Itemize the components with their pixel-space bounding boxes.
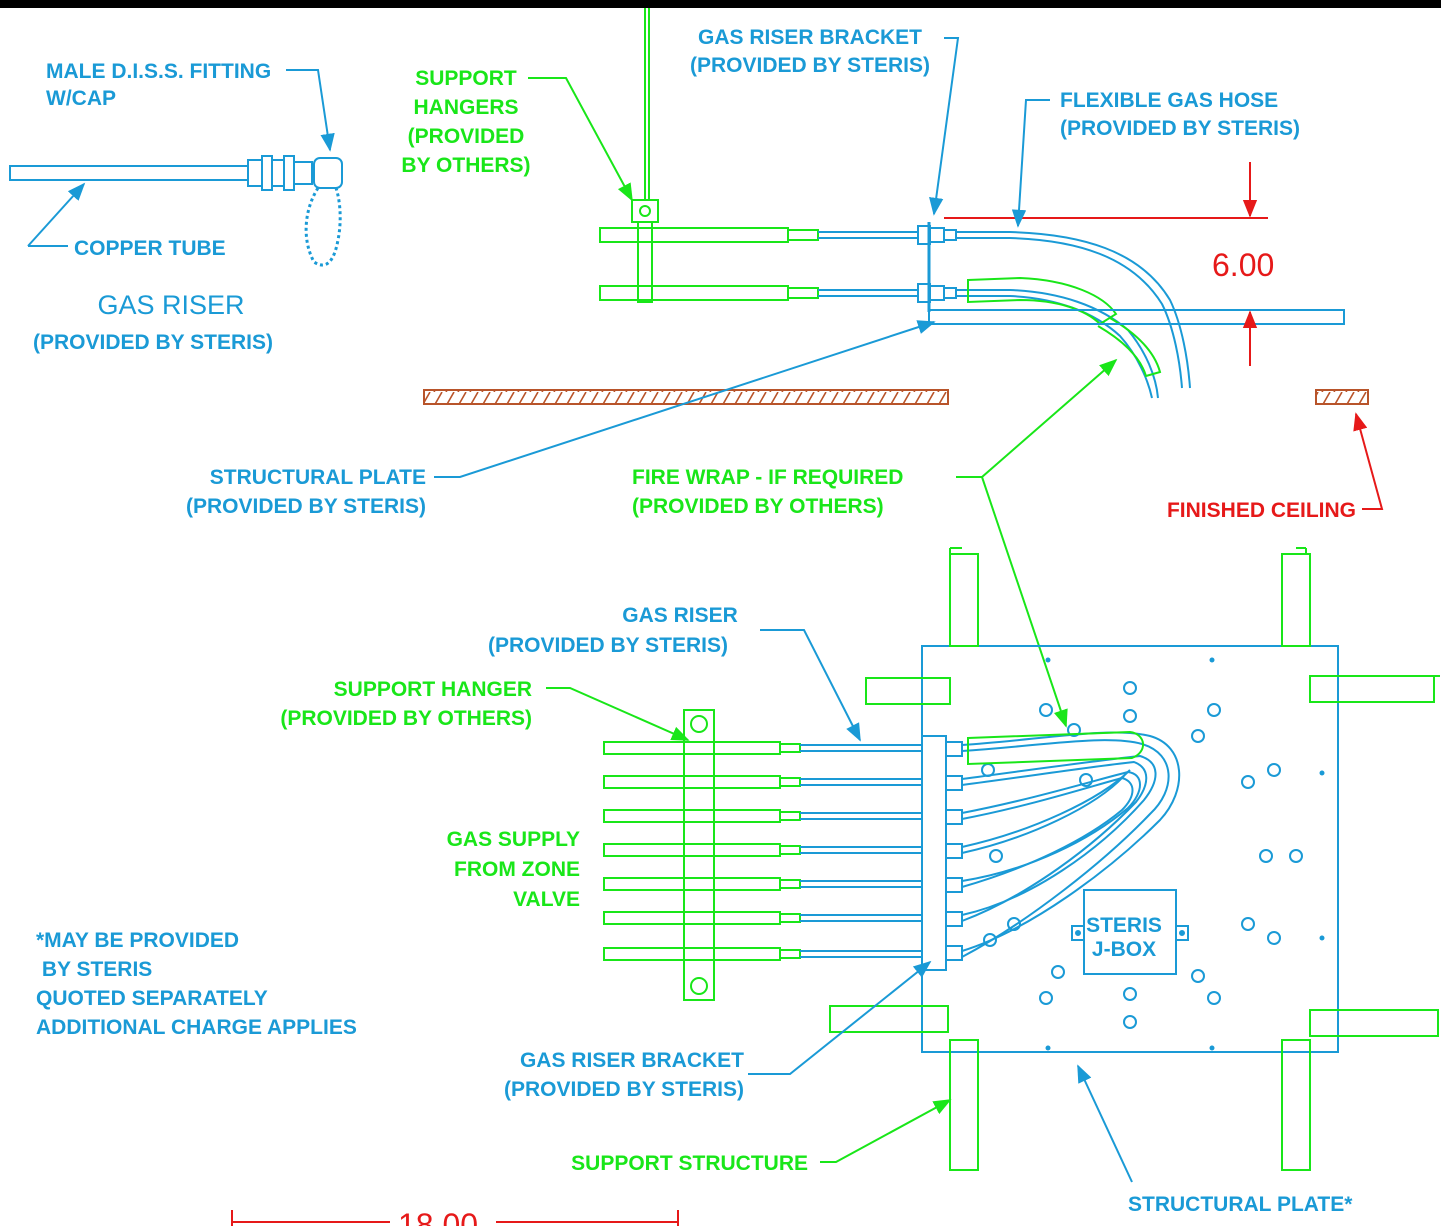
support-structure-leader <box>820 1099 952 1163</box>
structural-plate-plan-leader <box>1077 1064 1133 1183</box>
flexible-gas-hose-label: FLEXIBLE GAS HOSE(PROVIDED BY STERIS) <box>1060 89 1300 140</box>
riser-bracket-elevation <box>917 222 957 312</box>
gas-riser-title: GAS RISER <box>97 290 244 320</box>
vertical-dimension <box>944 162 1268 366</box>
ceiling-right <box>1315 389 1369 405</box>
steris-jbox <box>1071 889 1189 975</box>
diss-cap <box>313 157 343 189</box>
support-hanger-plan-leader <box>546 687 690 741</box>
gas-riser-bracket-plan-label: GAS RISER BRACKET(PROVIDED BY STERIS) <box>504 1049 744 1101</box>
gas-riser-plan-leader <box>760 629 861 742</box>
support-structure-plan <box>829 547 1440 1171</box>
riser-bracket-plan-leader <box>748 960 932 1075</box>
diss-fitting-nut <box>247 159 263 187</box>
plate-holes <box>981 681 1303 1029</box>
gas-riser-bracket-top-label: GAS RISER BRACKET(PROVIDED BY STERIS) <box>690 26 930 77</box>
drawing-top-border <box>0 0 1441 8</box>
structural-plate-top-label: STRUCTURAL PLATE(PROVIDED BY STERIS) <box>186 466 426 518</box>
copper-tube-label: COPPER TUBE <box>74 237 226 260</box>
support-hangers-leader <box>528 77 633 202</box>
flexible-hose-elevation <box>956 231 1191 399</box>
horizontal-dimension <box>231 1210 679 1226</box>
riser-bracket-top-leader <box>929 37 960 216</box>
finished-ceiling-label: FINISHED CEILING <box>1167 499 1356 522</box>
fire-wrap-plan <box>967 730 1144 766</box>
plate-dots <box>1045 657 1325 1051</box>
fire-wrap-leader <box>956 358 1118 478</box>
fire-wrap-label: FIRE WRAP - IF REQUIRED(PROVIDED BY OTHE… <box>632 466 903 518</box>
support-hanger-plan-label: SUPPORT HANGER(PROVIDED BY OTHERS) <box>280 678 532 730</box>
gas-riser-elevation <box>9 155 343 267</box>
structural-plate-plan-label: STRUCTURAL PLATE* <box>1128 1193 1353 1216</box>
fire-wrap-elevation <box>967 276 1118 326</box>
gas-riser-plan-label: GAS RISER(PROVIDED BY STERIS) <box>488 604 738 657</box>
support-structure-label: SUPPORT STRUCTURE <box>571 1152 808 1175</box>
structural-plate-elevation <box>928 309 1345 325</box>
gas-pipes-elevation <box>599 227 918 301</box>
ceiling-left <box>423 389 949 405</box>
dimension-18-label: 18.00 <box>398 1207 478 1226</box>
gas-riser-provided-label: (PROVIDED BY STERIS) <box>33 331 273 354</box>
support-hanger-elevation <box>631 199 659 303</box>
flexible-hose-leader <box>1011 99 1050 228</box>
structural-plate-top-leader <box>434 320 936 478</box>
copper-tube <box>9 165 249 181</box>
diss-fitting-leader <box>286 69 335 152</box>
cap-chain <box>304 187 342 267</box>
riser-bracket-plan <box>921 735 963 971</box>
finished-ceiling-leader <box>1353 412 1384 510</box>
dimension-6-label: 6.00 <box>1212 247 1274 283</box>
gas-supply-pipes-plan <box>603 741 922 961</box>
